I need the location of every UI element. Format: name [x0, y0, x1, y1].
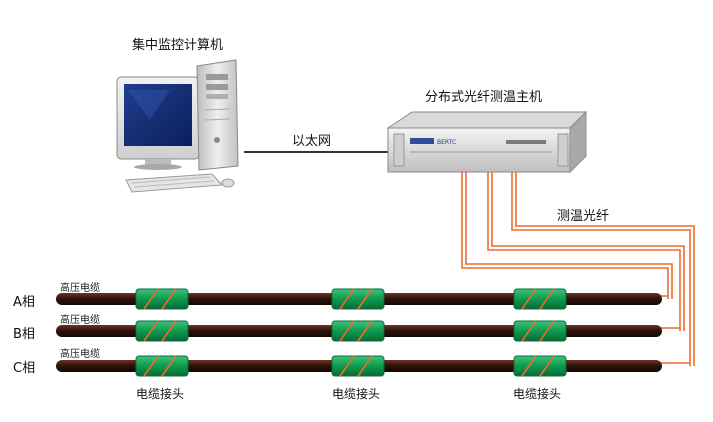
dts-host-icon	[386, 110, 588, 174]
cable-joint-a-2	[331, 288, 385, 310]
cable-joint-a-3	[513, 288, 567, 310]
fiber-route-c-inner	[515, 170, 695, 366]
cable-group	[56, 288, 662, 377]
cable-joint-c-2	[331, 355, 385, 377]
monitor-icon	[116, 76, 200, 170]
fiber-wrap-a-2	[339, 288, 373, 310]
fiber-wrap-a-1	[143, 288, 177, 310]
fiber-route-b-inner	[491, 170, 685, 331]
keyboard-icon	[125, 173, 224, 193]
fiber-wrap-a-3	[521, 288, 555, 310]
computer-label: 集中监控计算机	[132, 38, 224, 53]
joint-label-1: 电缆接头	[136, 387, 185, 401]
phase-label-a: A相	[13, 295, 35, 310]
fiber-wrap-c-1	[143, 355, 177, 377]
mouse-icon	[221, 178, 235, 188]
cable-joint-c-3	[513, 355, 567, 377]
fiber-route-c-outer	[511, 170, 691, 366]
pc-tower-icon	[196, 59, 239, 171]
fiber-wrap-c-3	[521, 355, 555, 377]
fiber-wrap-b-3	[521, 320, 555, 342]
cable-joint-c-1	[135, 355, 189, 377]
fiber-route-b-outer	[487, 170, 681, 331]
phase-label-c: C相	[13, 361, 36, 376]
cable-label-b: 高压电缆	[60, 315, 100, 326]
cable-label-c: 高压电缆	[60, 349, 100, 360]
cable-joint-b-2	[331, 320, 385, 342]
fiber-route-a-inner	[465, 170, 673, 299]
joint-label-3: 电缆接头	[513, 387, 562, 401]
cable-joint-a-1	[135, 288, 189, 310]
fiber-route-a-outer	[461, 170, 669, 299]
ethernet-label: 以太网	[292, 134, 332, 149]
fiber-wrap-b-2	[339, 320, 373, 342]
joint-label-2: 电缆接头	[332, 387, 381, 401]
cable-joint-b-1	[135, 320, 189, 342]
fiber-wrap-c-2	[339, 355, 373, 377]
host-brand: BERTC	[437, 139, 456, 146]
cable-joint-b-3	[513, 320, 567, 342]
fiber-wrap-b-1	[143, 320, 177, 342]
host-label: 分布式光纤测温主机	[425, 90, 543, 105]
phase-label-b: B相	[13, 327, 35, 342]
cable-label-a: 高压电缆	[60, 283, 100, 294]
fiber-label: 测温光纤	[557, 209, 610, 224]
